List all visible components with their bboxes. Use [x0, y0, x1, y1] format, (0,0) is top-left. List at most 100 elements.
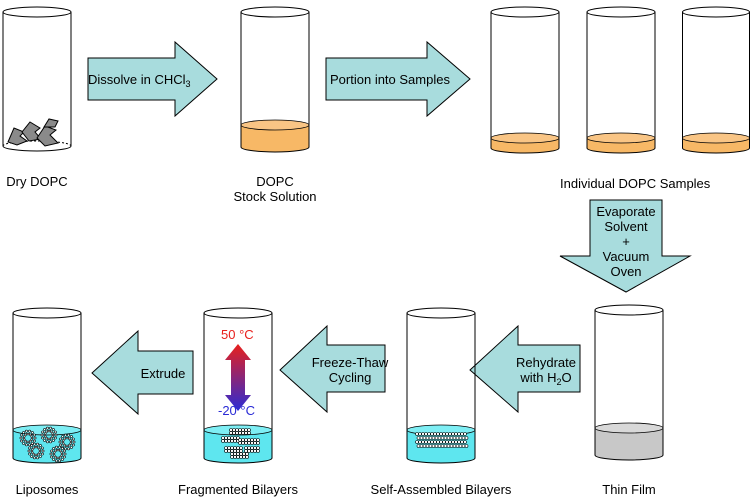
lipid-head — [244, 446, 248, 450]
tube-thin-film — [594, 304, 664, 461]
lipid-head — [230, 436, 234, 440]
tube-sample-1 — [490, 6, 560, 154]
rehydrate-subscript: 2 — [556, 377, 562, 387]
lipid-head — [238, 428, 242, 432]
lipid-head — [415, 432, 419, 436]
lipid-head — [232, 428, 236, 432]
lipid-head — [448, 432, 452, 436]
lipid-head — [452, 444, 457, 448]
lipid-head — [458, 444, 463, 448]
lipid-head — [227, 439, 231, 443]
liposome-lipid — [38, 448, 41, 451]
lipid-head — [241, 431, 245, 435]
lipid-head — [241, 441, 245, 445]
liposome-lipid — [50, 449, 54, 453]
arrow-evaporate — [559, 199, 692, 293]
liposome-lipid — [40, 433, 44, 437]
lipid-head — [236, 449, 240, 453]
arrow-rehydrate — [469, 324, 581, 414]
lipid-head — [244, 438, 248, 442]
lipid-head — [247, 441, 251, 445]
liposome-lipid — [20, 433, 24, 437]
liposome-lipid — [50, 455, 54, 459]
liposome-lipid — [64, 447, 67, 451]
dissolve-subscript: 3 — [185, 79, 191, 89]
lipid-head — [428, 436, 433, 440]
label-stock: DOPC Stock Solution — [215, 174, 335, 204]
lipid-head — [419, 436, 424, 440]
liposome-lipid — [49, 440, 52, 444]
lipid-head — [247, 431, 251, 435]
lipid-head — [236, 446, 240, 450]
lipid-head — [230, 452, 234, 456]
liposome-lipid — [36, 442, 39, 446]
lipid-head — [443, 436, 448, 440]
liposome-lipid — [63, 452, 67, 456]
lipid-head — [229, 431, 233, 435]
lipid-head — [244, 431, 248, 435]
arrow-label-dissolve: Dissolve in CHCl3 — [88, 72, 191, 92]
lipid-head — [437, 436, 442, 440]
lipid-head — [457, 432, 461, 436]
lipid-head — [233, 439, 237, 443]
tube-stock-solution — [240, 6, 310, 153]
lipid-head — [244, 428, 248, 432]
bilayer-stack — [415, 432, 469, 448]
lipid-head — [454, 432, 458, 436]
lipid-head — [449, 436, 454, 440]
lipid-head — [241, 428, 245, 432]
lipid-head — [227, 449, 231, 453]
lipid-head — [224, 446, 228, 450]
lipid-head — [235, 431, 239, 435]
lipid-head — [425, 444, 430, 448]
lipid-head — [224, 436, 228, 440]
lipid-head — [256, 438, 260, 442]
lipid-head — [458, 436, 463, 440]
evaporate-line-1: Evaporate — [596, 204, 656, 219]
liposome-lipid — [33, 436, 37, 440]
rehydrate-line-1: Rehydrate — [516, 355, 576, 370]
lipid-head — [451, 440, 455, 444]
lipid-head — [250, 438, 254, 442]
liposome-lipid — [72, 440, 76, 444]
lipid-head — [452, 436, 457, 440]
lipid-head — [253, 438, 257, 442]
lipid-head — [427, 432, 431, 436]
liposome-lipid — [61, 435, 65, 438]
lipid-head — [442, 440, 446, 444]
lipid-head — [422, 444, 427, 448]
lipid-head — [463, 440, 467, 444]
liposome-lipid — [67, 433, 70, 437]
lipid-head — [236, 452, 240, 456]
liposome-lipid — [49, 426, 52, 430]
arrow-label-freeze-thaw: Freeze-Thaw Cycling — [310, 355, 390, 385]
lipid-head — [439, 432, 443, 436]
lipid-head — [250, 441, 254, 445]
liposome-lipid — [30, 431, 34, 434]
lipid-head — [463, 432, 467, 436]
liposome-lipid — [53, 430, 57, 434]
lipid-head — [245, 455, 249, 459]
dry-lipid-flakes — [7, 118, 59, 147]
liposome-lipid — [41, 436, 45, 440]
liposome-lipid — [28, 429, 31, 433]
lipid-head — [430, 432, 434, 436]
liposome-lipid — [58, 440, 62, 444]
liposome-lipid — [40, 446, 44, 450]
lipid-head — [247, 428, 251, 432]
lipid-head — [247, 446, 251, 450]
lipid-head — [244, 449, 248, 453]
liposome-lipid — [52, 458, 56, 461]
liposome-lipid — [38, 444, 42, 447]
liposome-lipid — [46, 426, 49, 430]
lipid-head — [221, 439, 225, 443]
liposome-lipid — [59, 437, 63, 441]
arrow-extrude — [91, 329, 194, 416]
lipid-head — [242, 455, 246, 459]
lipid-head — [419, 444, 424, 448]
liposome-lipid — [22, 431, 26, 434]
lipid-head — [461, 444, 466, 448]
lipid-head — [232, 431, 236, 435]
lipid-head — [235, 428, 239, 432]
